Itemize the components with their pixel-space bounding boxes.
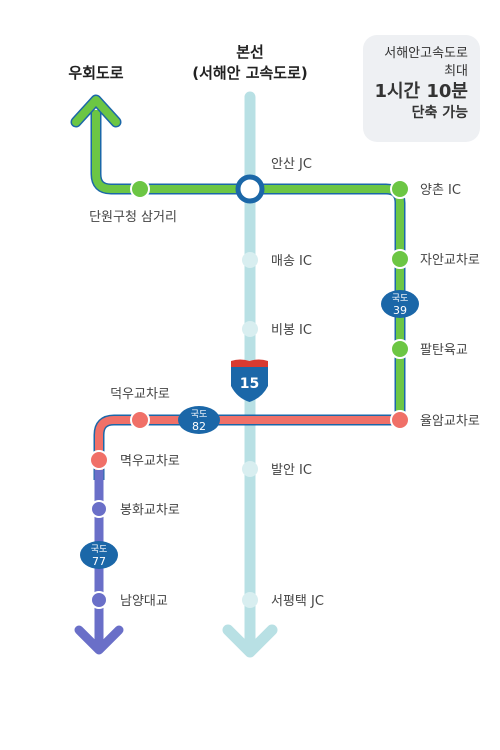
time-savings-box: 서해안고속도로 최대 1시간 10분 단축 가능: [363, 35, 480, 142]
info-line-3: 1시간 10분: [374, 81, 468, 103]
svg-text:국도: 국도: [191, 409, 208, 420]
label-seopyeongtaek-jc: 서평택 JC: [271, 594, 324, 609]
station-seopyeongtaek-dot: [242, 592, 258, 608]
station-maesong-dot: [242, 252, 258, 268]
svg-text:15: 15: [240, 376, 259, 392]
junction-ansan-icon: [235, 174, 265, 204]
label-yangchon-ic: 양촌 IC: [420, 183, 461, 198]
label-ansan-jc: 안산 JC: [271, 157, 312, 172]
bypass-title: 우회도로: [68, 64, 123, 82]
label-yulam: 율암교차로: [420, 414, 480, 429]
station-namyang-dot: [90, 591, 108, 609]
route-77-badge: 국도 77: [80, 541, 118, 569]
label-myeogu: 멱우교차로: [120, 454, 180, 469]
station-myeogu-dot: [89, 450, 109, 470]
info-line-4: 단축 가능: [411, 105, 468, 122]
red-bypass-route: [93, 414, 400, 480]
station-yulam-dot: [390, 410, 410, 430]
station-danwon-dot: [130, 179, 150, 199]
label-paltan: 팔탄육교: [420, 343, 468, 358]
label-deogu: 덕우교차로: [110, 387, 170, 402]
info-line-1: 서해안고속도로: [384, 46, 468, 61]
route-82-badge: 국도 82: [178, 406, 220, 434]
info-line-2: 최대: [444, 63, 468, 79]
station-deogu-dot: [130, 410, 150, 430]
label-baran-ic: 발안 IC: [271, 463, 312, 478]
route-39-badge: 국도 39: [381, 290, 419, 318]
label-bibong-ic: 비봉 IC: [271, 323, 312, 338]
main-title: 본선: [236, 43, 264, 61]
label-danwon: 단원구청 삼거리: [89, 210, 177, 225]
svg-text:국도: 국도: [392, 293, 409, 304]
station-bonghwa-dot: [90, 500, 108, 518]
label-bonghwa: 봉화교차로: [120, 503, 180, 518]
svg-text:국도: 국도: [91, 544, 108, 555]
label-namyang: 남양대교: [120, 594, 168, 609]
main-subtitle: (서해안 고속도로): [192, 64, 308, 82]
interstate-15-shield-icon: 15: [231, 359, 268, 402]
svg-text:39: 39: [393, 304, 407, 317]
station-yangchon-dot: [390, 179, 410, 199]
station-bibong-dot: [242, 321, 258, 337]
station-paltan-dot: [390, 339, 410, 359]
label-jaan: 자안교차로: [420, 253, 480, 268]
station-baran-dot: [242, 461, 258, 477]
svg-text:82: 82: [192, 420, 206, 433]
svg-text:77: 77: [92, 555, 106, 568]
station-jaan-dot: [390, 249, 410, 269]
label-maesong-ic: 매송 IC: [271, 254, 312, 269]
